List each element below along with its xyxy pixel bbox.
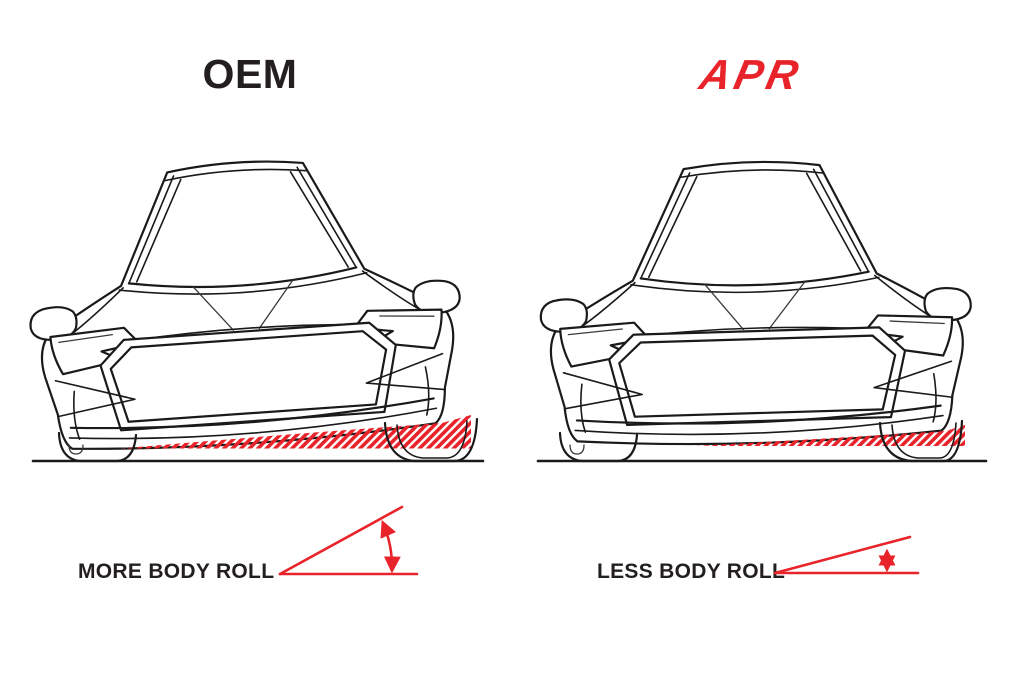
oem-angle-diagram xyxy=(278,505,419,576)
apr-car-illustration xyxy=(535,154,988,463)
apr-angle-diagram xyxy=(773,535,920,575)
car-illustrations xyxy=(19,146,988,463)
oem-body-roll-gap-hatch xyxy=(120,415,471,449)
oem-title: OEM xyxy=(202,51,298,97)
oem-caption: MORE BODY ROLL xyxy=(78,560,275,583)
apr-body-roll-gap-hatch xyxy=(695,425,965,446)
apr-caption: LESS BODY ROLL xyxy=(597,560,786,583)
apr-logo: APR xyxy=(695,51,807,98)
oem-car-illustration xyxy=(19,146,485,463)
